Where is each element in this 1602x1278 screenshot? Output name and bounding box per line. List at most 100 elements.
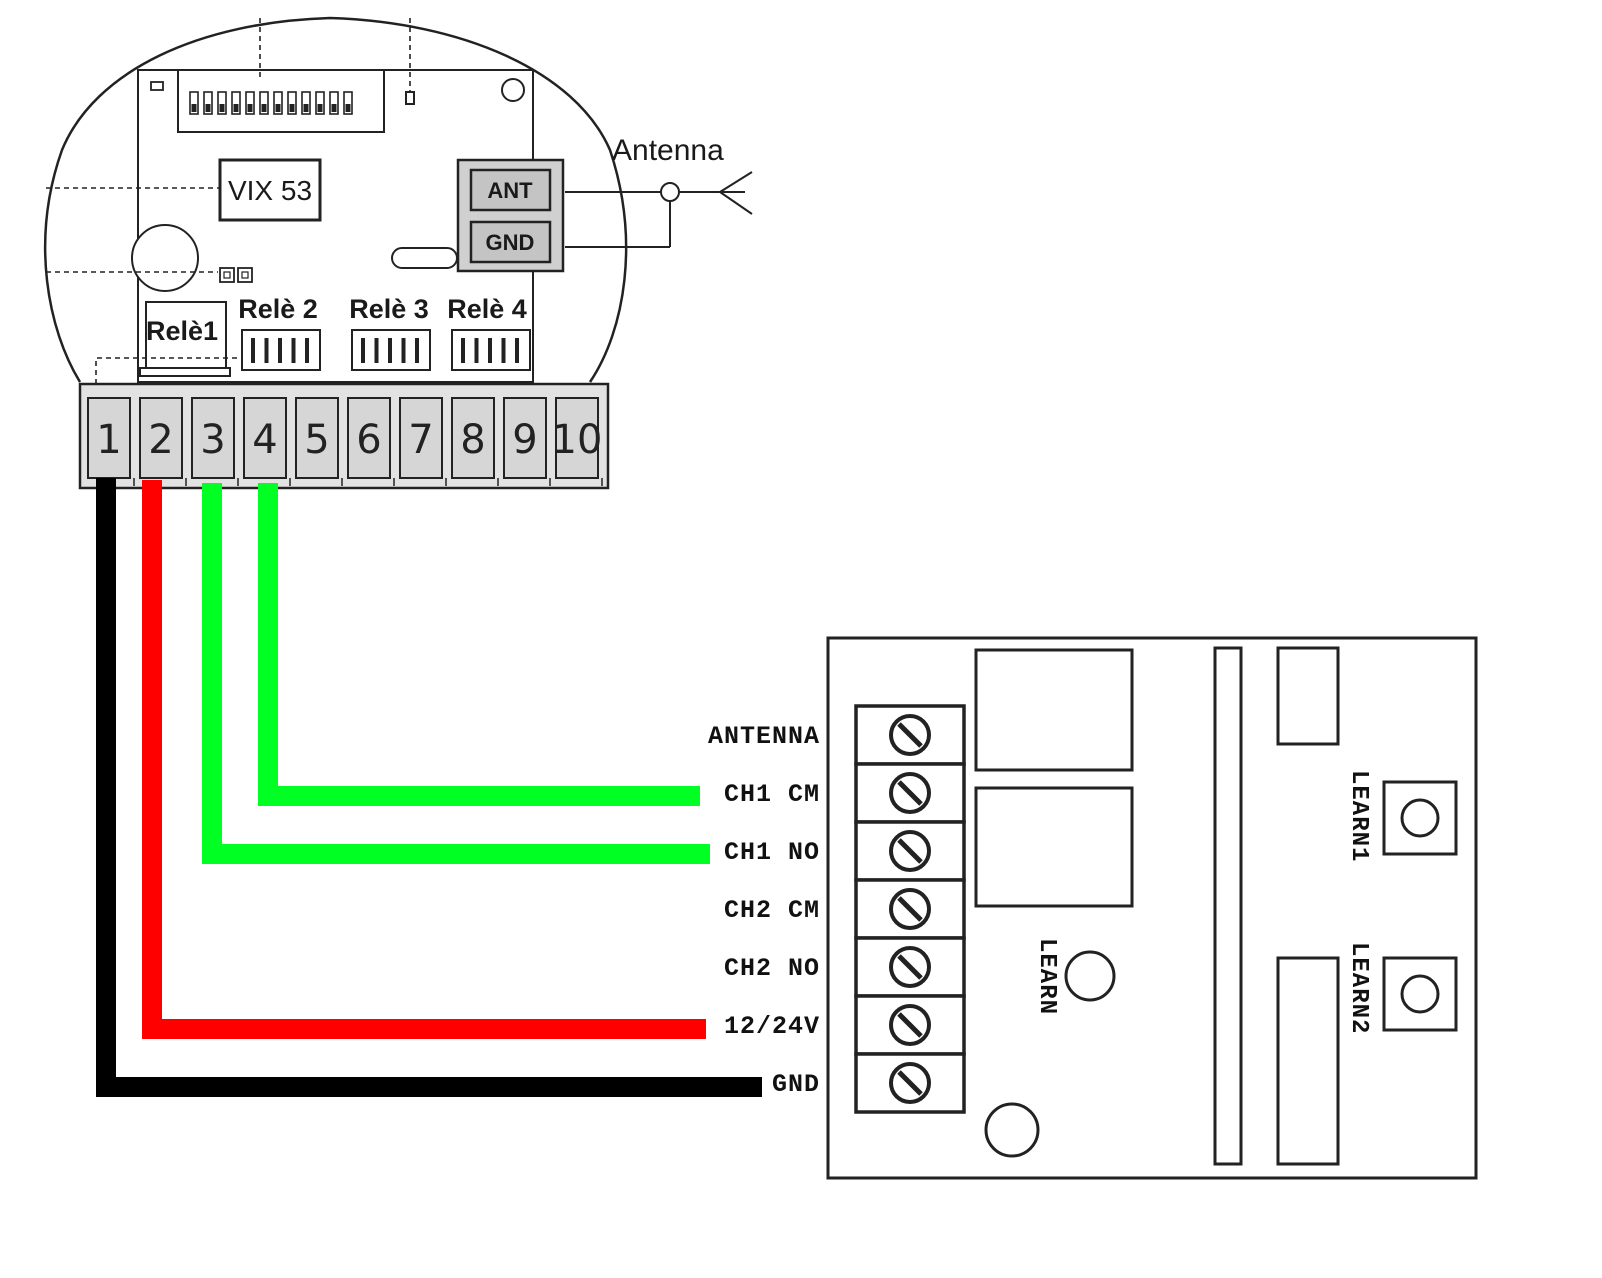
relay-header-pin (401, 338, 406, 363)
dip-switch[interactable] (217, 91, 227, 115)
dip-switch-lever (345, 104, 351, 112)
ground-wire (96, 478, 762, 1097)
learn-button[interactable] (1064, 950, 1116, 1002)
chip-vix53 (218, 158, 322, 222)
terminal-number: 2 (148, 417, 173, 463)
screw-slot (897, 1070, 923, 1096)
relay2-label: Relè 2 (238, 294, 318, 324)
terminal-cell (295, 397, 339, 479)
small-led (150, 81, 164, 91)
mount-hole (501, 78, 525, 102)
ant-terminal-label: ANT (487, 178, 533, 203)
relay-header-pin (515, 338, 519, 363)
relay-header-pin (415, 338, 419, 363)
relay-headers (241, 329, 531, 371)
relay1-label: Relè1 (146, 316, 218, 346)
relay1-bar (139, 367, 231, 377)
dip-switch[interactable] (203, 91, 213, 115)
pad (223, 271, 231, 279)
screw-slot (897, 838, 923, 864)
dip-switch-lever (205, 104, 211, 112)
dip-switch-lever (289, 104, 295, 112)
dip-switch[interactable] (343, 91, 353, 115)
learn-label: LEARN (1033, 938, 1060, 1015)
terminal-label-power: 12/24V (724, 1012, 820, 1041)
component-bottom (1276, 956, 1340, 1166)
gnd-terminal (469, 220, 552, 264)
dip-switch-lever (317, 104, 323, 112)
learn1-button[interactable] (1400, 798, 1440, 838)
relay-header-pin (291, 338, 296, 363)
screw-slot (897, 1012, 923, 1038)
chip-label: VIX 53 (228, 175, 312, 206)
dip-switch[interactable] (245, 91, 255, 115)
terminal-number: 3 (200, 417, 225, 463)
ant-terminal (469, 168, 552, 212)
terminal-label-antenna: ANTENNA (708, 722, 820, 751)
ch1-no-wire (202, 483, 710, 864)
dip-switch[interactable] (287, 91, 297, 115)
antenna-label: Antenna (612, 134, 724, 167)
dip-switch[interactable] (259, 91, 269, 115)
dip-switch-lever (233, 104, 239, 112)
dip-switch[interactable] (315, 91, 325, 115)
antenna-icon (719, 191, 753, 215)
dip-switch[interactable] (231, 91, 241, 115)
relay-header-pin (461, 338, 465, 363)
relay-header-pin (361, 338, 365, 363)
ch1-cm-wire (258, 483, 700, 806)
jumper-pin (405, 91, 415, 105)
terminal-cell (243, 397, 287, 479)
terminal-number: 10 (552, 417, 603, 463)
terminal-cell (555, 397, 599, 479)
terminal-number: 4 (252, 417, 277, 463)
pin-header-strip (1213, 646, 1243, 1166)
antenna-icon (719, 171, 753, 193)
dip-switch[interactable] (189, 91, 199, 115)
terminal-number: 1 (96, 417, 121, 463)
dip-switch[interactable] (301, 91, 311, 115)
relay-header-pin (474, 338, 479, 363)
pad (241, 271, 249, 279)
relay-header-pin (305, 338, 309, 363)
relay3-label: Relè 3 (349, 294, 429, 324)
terminal-cell (399, 397, 443, 479)
learn2-label: LEARN2 (1345, 942, 1372, 1034)
receiver-housing (43, 16, 628, 383)
relay-header-pin (251, 338, 255, 363)
terminal-number: 5 (304, 417, 329, 463)
relay-header-pin (501, 338, 506, 363)
screw-slot (897, 780, 923, 806)
gnd-terminal-label: GND (486, 230, 535, 255)
relay-header-pin (264, 338, 269, 363)
screw-slot (897, 722, 923, 748)
terminal-label-ch2-cm: CH2 CM (724, 896, 820, 925)
dip-switch[interactable] (329, 91, 339, 115)
dip-switch-lever (219, 104, 225, 112)
dip-switch-lever (191, 104, 197, 112)
relay-header-pin (388, 338, 392, 363)
mount-hole (984, 1102, 1040, 1158)
relay-header-pin (488, 338, 492, 363)
terminal-cell (503, 397, 547, 479)
screw-slot (897, 896, 923, 922)
relay-ch1 (974, 648, 1134, 772)
learn2-button[interactable] (1400, 974, 1440, 1014)
power-wire (142, 480, 706, 1039)
terminal-label-ch1-cm: CH1 CM (724, 780, 820, 809)
dip-switch[interactable] (273, 91, 283, 115)
terminal-number: 7 (408, 417, 433, 463)
dip-switch-lever (275, 104, 281, 112)
terminal-label-ch1-no: CH1 NO (724, 838, 820, 867)
terminal-number: 6 (356, 417, 381, 463)
leader-line (95, 357, 240, 384)
relay-header-pin (374, 338, 379, 363)
relay-header-pin (278, 338, 282, 363)
oval-component (391, 247, 458, 269)
dip-switch-lever (247, 104, 253, 112)
learn1-label: LEARN1 (1345, 770, 1372, 862)
terminal-number: 9 (512, 417, 537, 463)
dip-switches (189, 91, 353, 115)
